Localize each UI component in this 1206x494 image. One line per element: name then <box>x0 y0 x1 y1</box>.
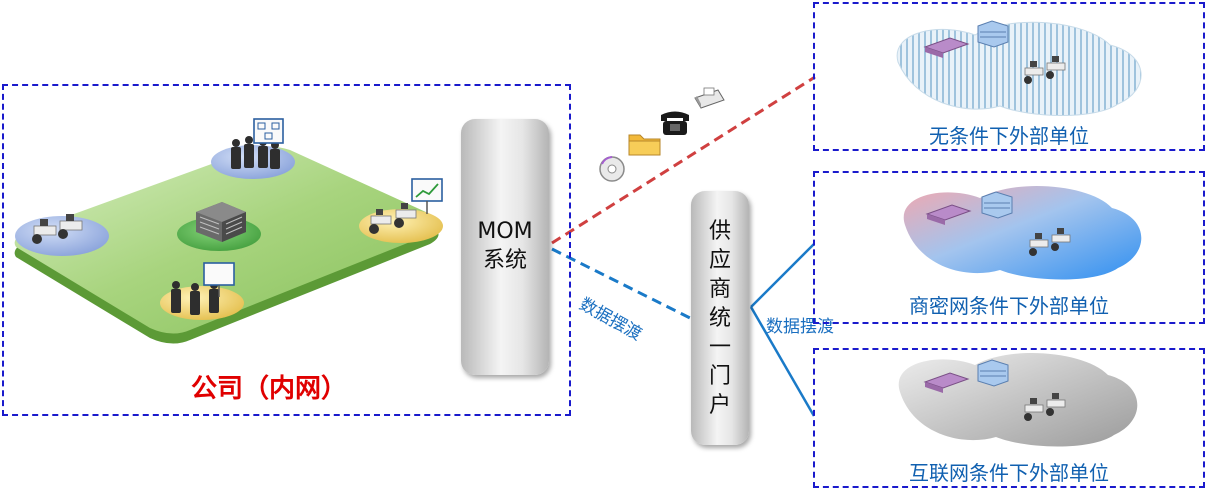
cloud-unconditional <box>896 20 1142 116</box>
external-unit-box-commercial-secret <box>813 171 1205 324</box>
people-group-bottom <box>160 262 244 320</box>
server-rack-icon <box>981 191 1013 219</box>
mom-system-label-line2: 系统 <box>482 248 527 273</box>
desk-icon <box>32 214 83 244</box>
org-chart-board-icon <box>253 118 284 144</box>
server-rack-icon <box>977 20 1009 48</box>
server-group-center <box>177 202 261 251</box>
workstation-icon <box>1024 393 1066 421</box>
cd-icon <box>599 156 625 182</box>
external-unit-label-unconditional: 无条件下外部单位 <box>929 124 1089 148</box>
desk-icon <box>369 203 417 234</box>
mom-system-label: MOM 系统 <box>461 217 549 275</box>
external-unit-box-internet <box>813 348 1205 488</box>
portal-external-links <box>749 243 816 417</box>
people-icon <box>231 136 280 169</box>
external-unit-label-commercial-secret: 商密网条件下外部单位 <box>909 294 1109 318</box>
folder-icon <box>628 134 661 156</box>
people-group-top <box>211 118 295 179</box>
company-intranet-box <box>2 84 571 416</box>
router-icon <box>923 37 970 58</box>
supplier-portal-node[interactable] <box>691 191 749 445</box>
server-rack-icon <box>977 359 1009 387</box>
router-icon <box>923 372 970 393</box>
external-unit-box-unconditional <box>813 2 1205 151</box>
telephone-icon <box>661 111 689 135</box>
workstation-group-right <box>359 178 443 243</box>
cloud-commercial-secret <box>903 185 1142 280</box>
fax-icon <box>694 87 725 109</box>
mom-system-label-line1: MOM <box>477 219 533 244</box>
company-intranet-label: 公司（内网） <box>191 374 348 404</box>
external-unit-label-internet: 互联网条件下外部单位 <box>909 461 1109 485</box>
red-link-mom-to-unconditional <box>551 75 816 245</box>
router-icon <box>925 204 972 225</box>
supplier-portal-label: 供应商统一门户 <box>708 219 731 418</box>
chart-board-icon <box>411 178 443 214</box>
workstation-icon <box>1024 56 1066 84</box>
server-building-icon <box>196 202 246 242</box>
whiteboard-icon <box>203 262 235 297</box>
blue-link-mom-to-portal <box>551 247 695 322</box>
cloud-internet <box>898 352 1138 447</box>
mom-system-node[interactable] <box>461 119 549 375</box>
workstation-icon <box>1029 228 1071 256</box>
people-icon <box>171 281 219 315</box>
workstation-group-left <box>15 214 109 256</box>
